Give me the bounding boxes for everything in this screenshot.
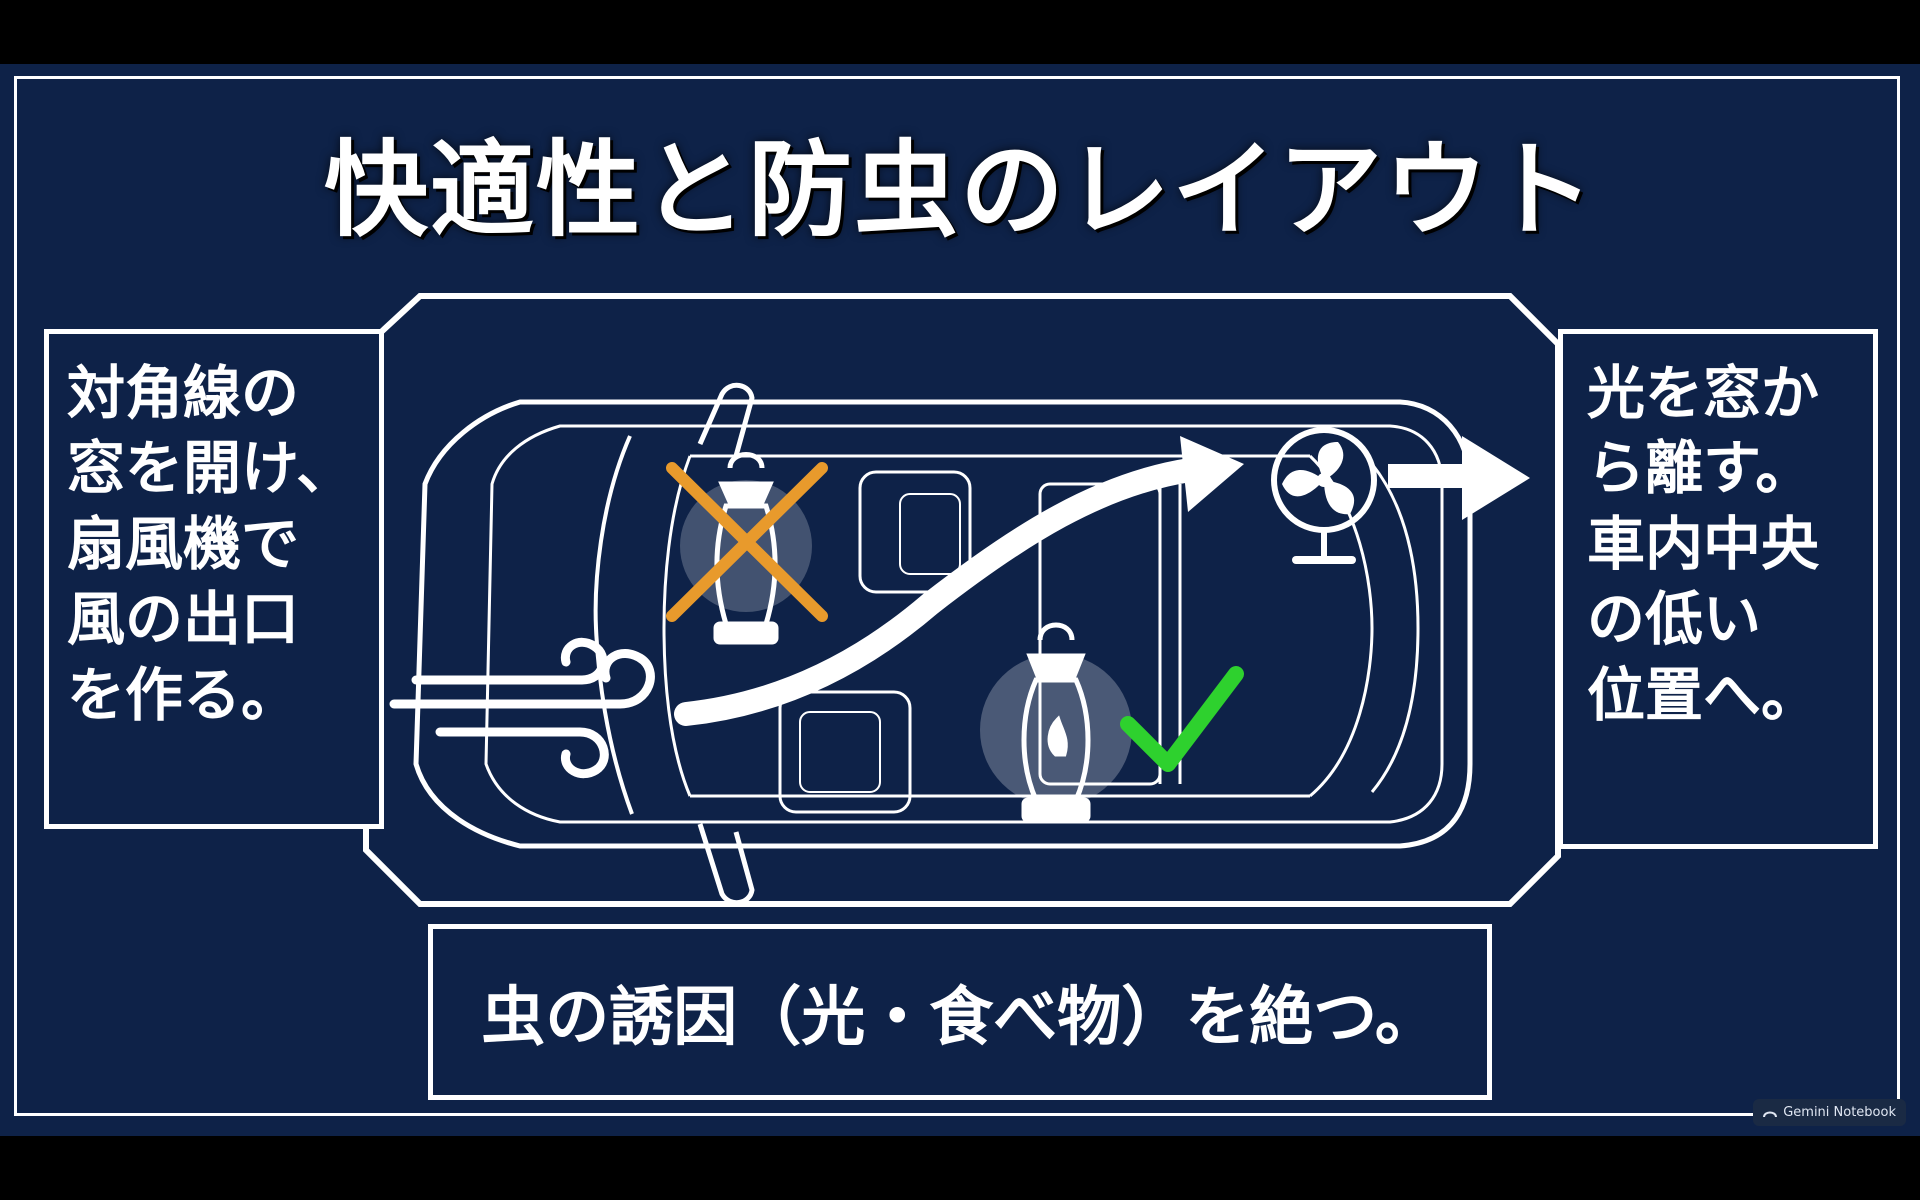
right-text-box: 光を窓か ら離す。 車内中央 の低い 位置へ。 xyxy=(1558,329,1878,849)
left-text-line: 窓を開け、 xyxy=(67,434,355,503)
left-text-line: 風の出口 xyxy=(67,585,300,654)
cross-mark-icon xyxy=(666,462,828,622)
exit-arrow-icon xyxy=(1388,436,1530,520)
gemini-notebook-badge: Gemini Notebook xyxy=(1753,1099,1906,1126)
left-text-line: を作る。 xyxy=(67,660,300,729)
right-text-line: 位置へ。 xyxy=(1587,660,1820,729)
lantern-center-icon xyxy=(980,622,1132,823)
slide-title: 快適性と防虫のレイアウト xyxy=(323,129,1596,251)
wind-icon xyxy=(389,637,655,779)
diagram-panel xyxy=(363,293,1561,907)
right-text-line: 車内中央 xyxy=(1587,509,1820,578)
slide-frame xyxy=(14,76,1900,1116)
fan-icon xyxy=(1271,427,1377,564)
badge-label: Gemini Notebook xyxy=(1783,1105,1896,1120)
check-mark-icon xyxy=(1120,666,1244,772)
slide: 快適性と防虫のレイアウト 対角線の 窓を開け、 扇風機で 風の出口 を作る。 光… xyxy=(0,64,1920,1136)
left-text-box: 対角線の 窓を開け、 扇風機で 風の出口 を作る。 xyxy=(44,329,384,829)
right-text-line: の低い xyxy=(1587,585,1762,654)
car-layout-diagram xyxy=(363,293,1561,907)
gemini-logo-icon xyxy=(1763,1111,1778,1117)
bottom-text: 虫の誘因（光・食べ物）を絶つ。 xyxy=(481,981,1439,1055)
airflow-arrow-icon xyxy=(674,436,1244,726)
right-text-line: 光を窓か xyxy=(1587,359,1820,427)
left-text-line: 扇風機で xyxy=(67,509,300,578)
left-text-line: 対角線の xyxy=(67,359,300,427)
right-text-line: ら離す。 xyxy=(1587,434,1814,503)
bottom-text-box: 虫の誘因（光・食べ物）を絶つ。 xyxy=(428,924,1492,1100)
